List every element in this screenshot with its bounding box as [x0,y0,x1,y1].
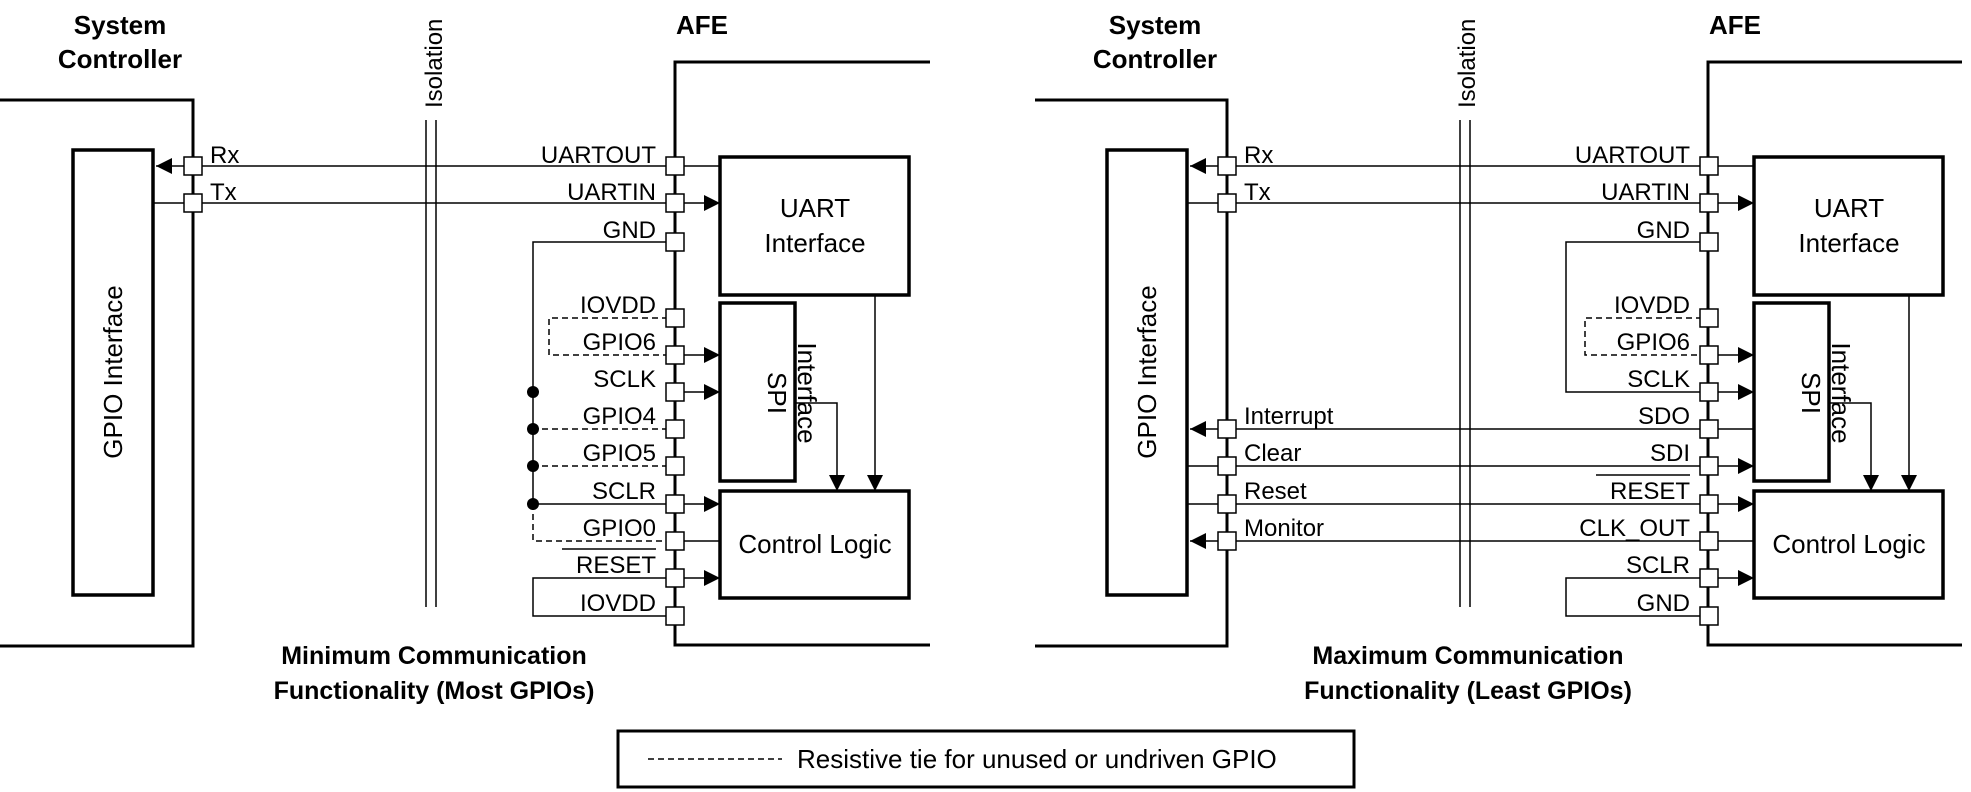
signal-wires [1187,158,1917,617]
signal-clear: Clear [1244,440,1301,467]
legend-text: Resistive tie for unused or undriven GPI… [797,744,1277,774]
pin-iovdd-2: IOVDD [580,590,656,617]
gpio-interface-label: GPIO Interface [1132,285,1162,458]
pin-clk-out: CLK_OUT [1579,515,1690,542]
spi-interface-block [718,301,797,483]
signal-rx: Rx [210,142,239,169]
signal-rx: Rx [1244,142,1273,169]
wire-gnd-tie [532,241,668,505]
tie-gpio0 [532,504,668,542]
isolation-barrier [425,120,437,607]
spi-interface-label-line1: SPI [762,372,792,414]
pin-gnd: GND [603,217,656,244]
pin-sclr: SCLR [1626,552,1690,579]
wire-sclr-gnd-tie [1565,577,1702,617]
uart-interface-block [718,155,911,297]
pin-gpio6: GPIO6 [1617,329,1690,356]
afe-title: AFE [676,10,728,40]
resistive-ties [532,317,668,542]
system-controller-title-line1: System [74,10,167,40]
control-logic-block [1752,489,1945,600]
system-controller-title-line1: System [1109,10,1202,40]
pin-squares [1217,156,1719,626]
tie-gpio6 [548,317,668,356]
junction-dots [527,386,539,510]
wire-spi-to-logic [1829,402,1879,491]
gpio-interface-block [1105,148,1189,597]
panel-minimum-communication: System Controller AFE Isolation GPIO Int… [0,10,930,705]
pin-sclk: SCLK [1627,366,1690,393]
caption-line1: Maximum Communication [1312,642,1623,670]
gpio-interface-label: GPIO Interface [98,285,128,458]
uart-interface-label-line1: UART [780,193,850,223]
uart-interface-label-line1: UART [1814,193,1884,223]
system-controller-title-line2: Controller [1093,44,1217,74]
gpio-interface-block [71,148,155,597]
wire-spi-to-logic [795,402,845,491]
afe-title: AFE [1709,10,1761,40]
pin-uartin: UARTIN [1601,179,1690,206]
spi-interface-label-line1: SPI [1796,372,1826,414]
signal-tx: Tx [210,179,237,206]
isolation-label: Isolation [1454,19,1481,108]
wire-gnd-sclk-tie [1565,241,1702,393]
pin-gpio4: GPIO4 [583,403,656,430]
control-logic-block [718,489,911,600]
spi-interface-label-line2: Interface [1826,342,1856,443]
pin-sclk: SCLK [593,366,656,393]
resistive-ties [1584,317,1702,356]
isolation-label: Isolation [421,19,448,108]
uart-interface-label-line2: Interface [1798,228,1899,258]
pin-gpio6: GPIO6 [583,329,656,356]
pin-iovdd: IOVDD [580,292,656,319]
panel-maximum-communication: System Controller AFE Isolation GPIO Int… [1035,10,1962,705]
pin-uartout: UARTOUT [541,142,656,169]
pin-iovdd: IOVDD [1614,292,1690,319]
tie-gpio6 [1584,317,1702,356]
signal-wires [153,158,883,617]
pin-sclr: SCLR [592,478,656,505]
pin-uartout: UARTOUT [1575,142,1690,169]
pin-uartin: UARTIN [567,179,656,206]
system-controller-title-line2: Controller [58,44,182,74]
pin-reset: RESET [1610,478,1690,505]
pin-gnd: GND [1637,217,1690,244]
caption-line2: Functionality (Least GPIOs) [1304,677,1632,705]
pin-sdo: SDO [1638,403,1690,430]
signal-interrupt: Interrupt [1244,403,1334,430]
signal-monitor: Monitor [1244,515,1324,542]
pin-gnd-2: GND [1637,590,1690,617]
caption-line1: Minimum Communication [281,642,587,670]
control-logic-label: Control Logic [1772,529,1925,559]
wire-reset-iovdd-tie [532,577,668,617]
legend: Resistive tie for unused or undriven GPI… [616,729,1356,789]
pin-gpio0: GPIO0 [583,515,656,542]
caption-line2: Functionality (Most GPIOs) [274,677,595,705]
uart-interface-label-line2: Interface [764,228,865,258]
spi-interface-label-line2: Interface [792,342,822,443]
pin-squares [183,156,685,626]
signal-reset: Reset [1244,478,1307,505]
pin-reset: RESET [576,552,656,579]
uart-interface-block [1752,155,1945,297]
control-logic-label: Control Logic [738,529,891,559]
isolation-barrier [1459,120,1471,607]
pin-sdi: SDI [1650,440,1690,467]
pin-gpio5: GPIO5 [583,440,656,467]
signal-tx: Tx [1244,179,1271,206]
